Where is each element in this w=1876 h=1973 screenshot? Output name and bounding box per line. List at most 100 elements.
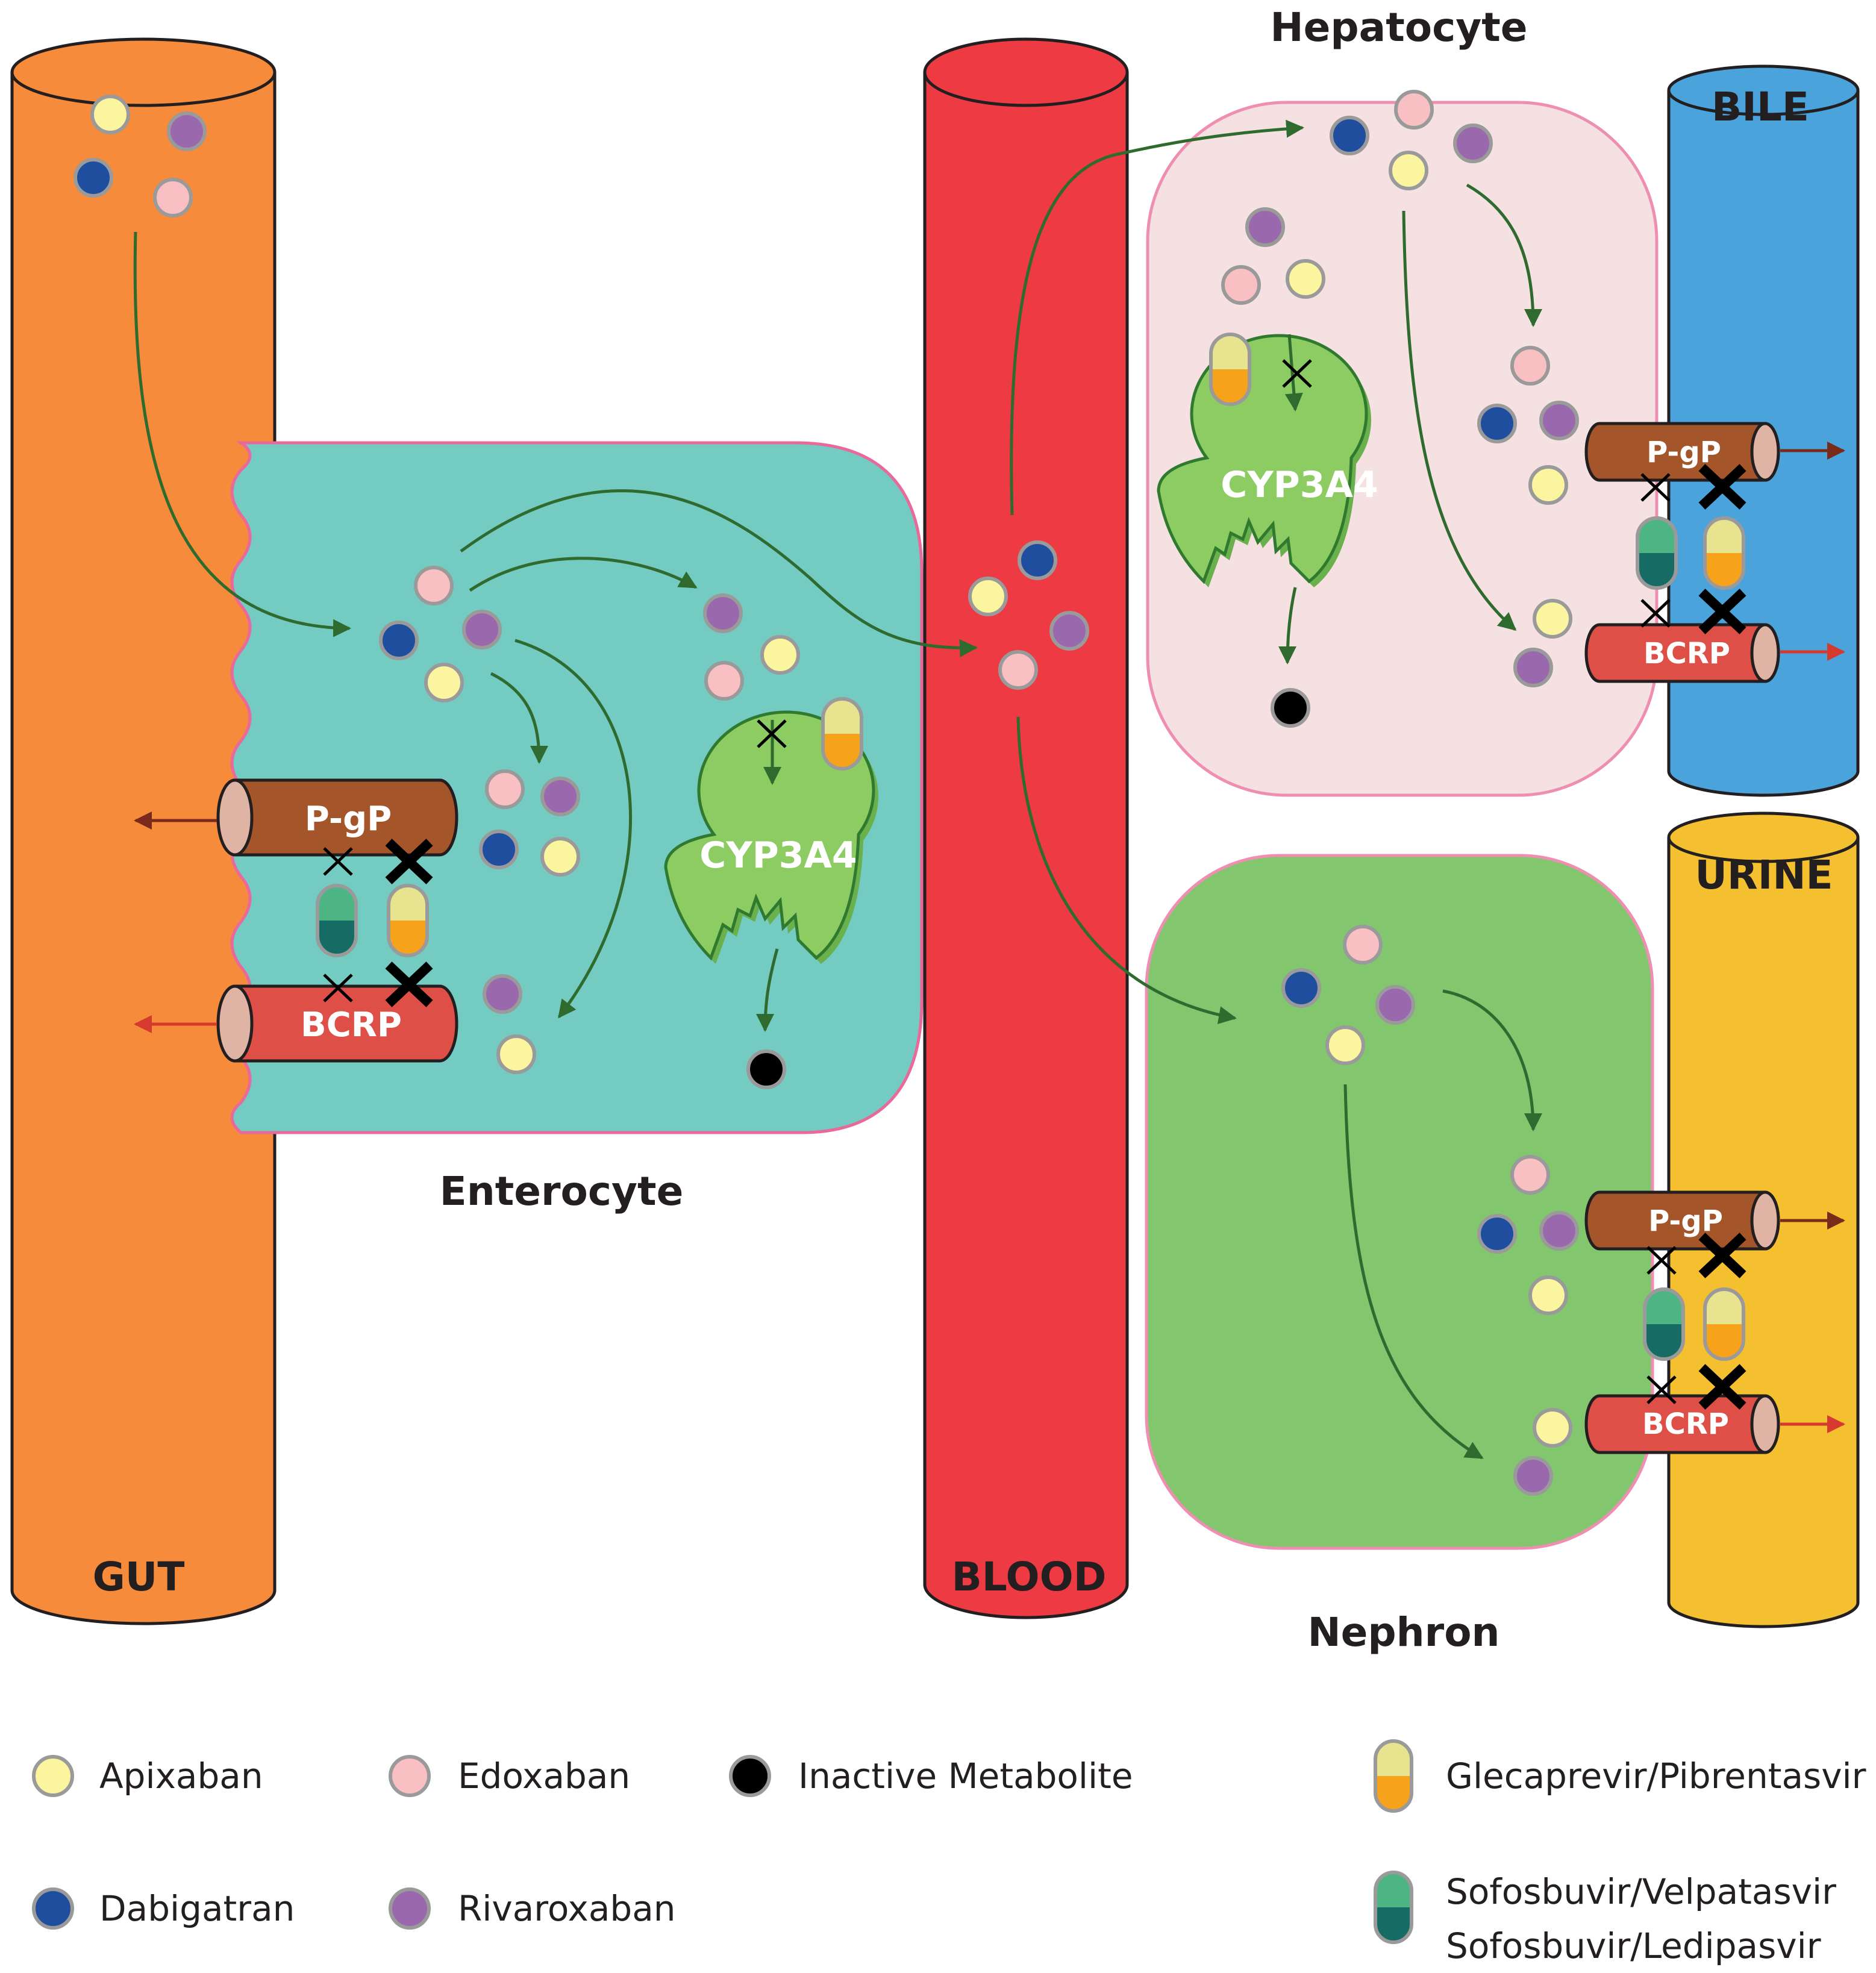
legend-label-inactive-metabolite: Inactive Metabolite xyxy=(798,1756,1133,1796)
legend-label-dabigatran: Dabigatran xyxy=(99,1888,295,1929)
enterocyte-to-blood-arrow xyxy=(460,489,978,657)
gut-to-enterocyte-arrow xyxy=(133,231,351,637)
edoxaban-molecule xyxy=(485,769,525,809)
urine-label: URINE xyxy=(1695,852,1833,898)
legend-swatch-sofosbuvir-capsule xyxy=(1374,1871,1413,1944)
edoxaban-molecule xyxy=(704,661,744,701)
apixaban-molecule xyxy=(1533,599,1572,639)
blood-label: BLOOD xyxy=(951,1554,1106,1600)
weak-inhibition-mark xyxy=(323,847,353,876)
edoxaban-molecule xyxy=(414,566,454,605)
rivaroxaban-molecule xyxy=(703,593,743,633)
legend-swatch-glecaprevir-capsule xyxy=(1374,1739,1413,1813)
glecaprevir-capsule xyxy=(821,697,863,771)
glecaprevir-capsule xyxy=(1209,333,1251,406)
apixaban-molecule xyxy=(968,577,1008,616)
legend-swatch-rivaroxaban xyxy=(389,1887,431,1930)
strong-inhibition-mark xyxy=(385,961,433,1007)
inactive-metabolite-molecule xyxy=(1271,688,1310,728)
legend: Apixaban Edoxaban Inactive Metabolite Da… xyxy=(32,1739,1866,1966)
weak-inhibition-mark xyxy=(1640,473,1671,502)
strong-inhibition-mark xyxy=(1698,1233,1746,1278)
edoxaban-molecule xyxy=(1394,90,1434,130)
pgp-transporter-nephron: P-gP xyxy=(1584,1190,1780,1251)
legend-label-sofosbuvir-velpatasvir: Sofosbuvir/Velpatasvir xyxy=(1446,1871,1836,1912)
hepatocyte-cyp3a4-inhibited-arrow xyxy=(1284,334,1303,411)
apixaban-molecule xyxy=(1528,1275,1568,1315)
rivaroxaban-molecule xyxy=(1375,985,1415,1025)
edoxaban-molecule xyxy=(1221,265,1261,305)
rivaroxaban-molecule xyxy=(1513,1456,1553,1496)
blood-to-hepatocyte-arrow xyxy=(1010,119,1304,516)
glecaprevir-capsule xyxy=(387,884,429,957)
legend-label-sofosbuvir-ledipasvir: Sofosbuvir/Ledipasvir xyxy=(1446,1925,1821,1966)
glecaprevir-capsule xyxy=(1703,516,1745,590)
hepatocyte-to-bile-pool-arrow xyxy=(1466,183,1542,327)
rivaroxaban-molecule xyxy=(1245,207,1285,247)
cyp3a4-enzyme-hepatocyte: CYP3A4 xyxy=(1157,334,1378,587)
strong-inhibition-mark xyxy=(1698,464,1746,510)
bcrp-label-hepatocyte: BCRP xyxy=(1643,637,1730,671)
weak-inhibition-mark xyxy=(1282,359,1312,388)
blood-compartment: BLOOD xyxy=(923,37,1129,1619)
sofosbuvir-capsule xyxy=(316,884,358,957)
strong-inhibition-mark xyxy=(1698,1364,1746,1410)
enterocyte-to-basolateral-arrow xyxy=(514,639,633,1019)
apixaban-molecule xyxy=(760,635,800,675)
rivaroxaban-molecule xyxy=(1049,611,1089,651)
inactive-metabolite-molecule xyxy=(746,1049,786,1089)
dabigatran-molecule xyxy=(1018,540,1057,580)
dabigatran-molecule xyxy=(1477,404,1517,443)
sofosbuvir-capsule xyxy=(1643,1287,1685,1361)
apixaban-molecule xyxy=(1389,151,1428,190)
nephron-to-pgp-pool-arrow xyxy=(1442,989,1542,1131)
enterocyte-to-metabolism-arrow xyxy=(469,557,698,592)
apixaban-molecule xyxy=(496,1034,536,1074)
drug-molecules xyxy=(73,90,1579,1496)
enterocyte-to-efflux-pool-arrow xyxy=(490,672,548,764)
gut-label: GUT xyxy=(93,1554,185,1600)
sofosbuvir-capsule xyxy=(1636,516,1678,590)
apixaban-molecule xyxy=(540,837,580,877)
dabigatran-molecule xyxy=(1281,968,1321,1008)
pgp-transporter-enterocyte: P-gP xyxy=(216,778,458,857)
edoxaban-molecule xyxy=(1510,346,1550,386)
dabigatran-molecule xyxy=(1330,116,1369,155)
blood-to-nephron-arrow xyxy=(1016,716,1237,1024)
cyp3a4-enzyme-enterocyte: CYP3A4 xyxy=(664,710,878,964)
glecaprevir-capsule xyxy=(1703,1287,1745,1361)
apixaban-molecule xyxy=(90,95,130,134)
rivaroxaban-molecule xyxy=(483,974,522,1014)
bcrp-transporter-enterocyte: BCRP xyxy=(216,984,458,1063)
strong-inhibition-mark xyxy=(385,839,433,884)
hepatocyte-cyp3a4-to-metabolite-arrow xyxy=(1278,587,1297,664)
bile-label: BILE xyxy=(1712,84,1809,130)
pgp-label-enterocyte: P-gP xyxy=(305,799,392,839)
pgp-label-nephron: P-gP xyxy=(1648,1204,1723,1238)
bcrp-label-enterocyte: BCRP xyxy=(301,1005,402,1045)
rivaroxaban-molecule xyxy=(540,777,580,816)
enterocyte-label: Enterocyte xyxy=(440,1168,684,1215)
legend-swatch-dabigatran xyxy=(32,1887,74,1930)
rivaroxaban-molecule xyxy=(1539,401,1579,440)
cyp3a4-label-hepatocyte: CYP3A4 xyxy=(1221,464,1378,506)
weak-inhibition-mark xyxy=(1646,1375,1677,1404)
rivaroxaban-molecule xyxy=(1453,124,1493,163)
dabigatran-molecule xyxy=(379,621,419,660)
nephron-label: Nephron xyxy=(1307,1609,1499,1656)
nephron-to-bcrp-pool-arrow xyxy=(1343,1084,1484,1460)
apixaban-molecule xyxy=(424,663,464,702)
edoxaban-molecule xyxy=(1343,925,1383,965)
pgp-label-hepatocyte: P-gP xyxy=(1646,436,1721,469)
hepatocyte-to-bcrp-pool-arrow xyxy=(1402,210,1517,631)
rivaroxaban-molecule xyxy=(1539,1211,1579,1251)
bcrp-transporter-nephron: BCRP xyxy=(1584,1394,1780,1454)
cyp3a4-label-enterocyte: CYP3A4 xyxy=(699,834,857,877)
edoxaban-molecule xyxy=(998,650,1038,690)
weak-inhibition-mark xyxy=(1640,599,1671,628)
bcrp-transporter-hepatocyte: BCRP xyxy=(1584,623,1780,683)
gut-compartment: GUT xyxy=(10,37,277,1625)
dabigatran-molecule xyxy=(479,830,519,869)
bcrp-label-nephron: BCRP xyxy=(1642,1407,1729,1441)
